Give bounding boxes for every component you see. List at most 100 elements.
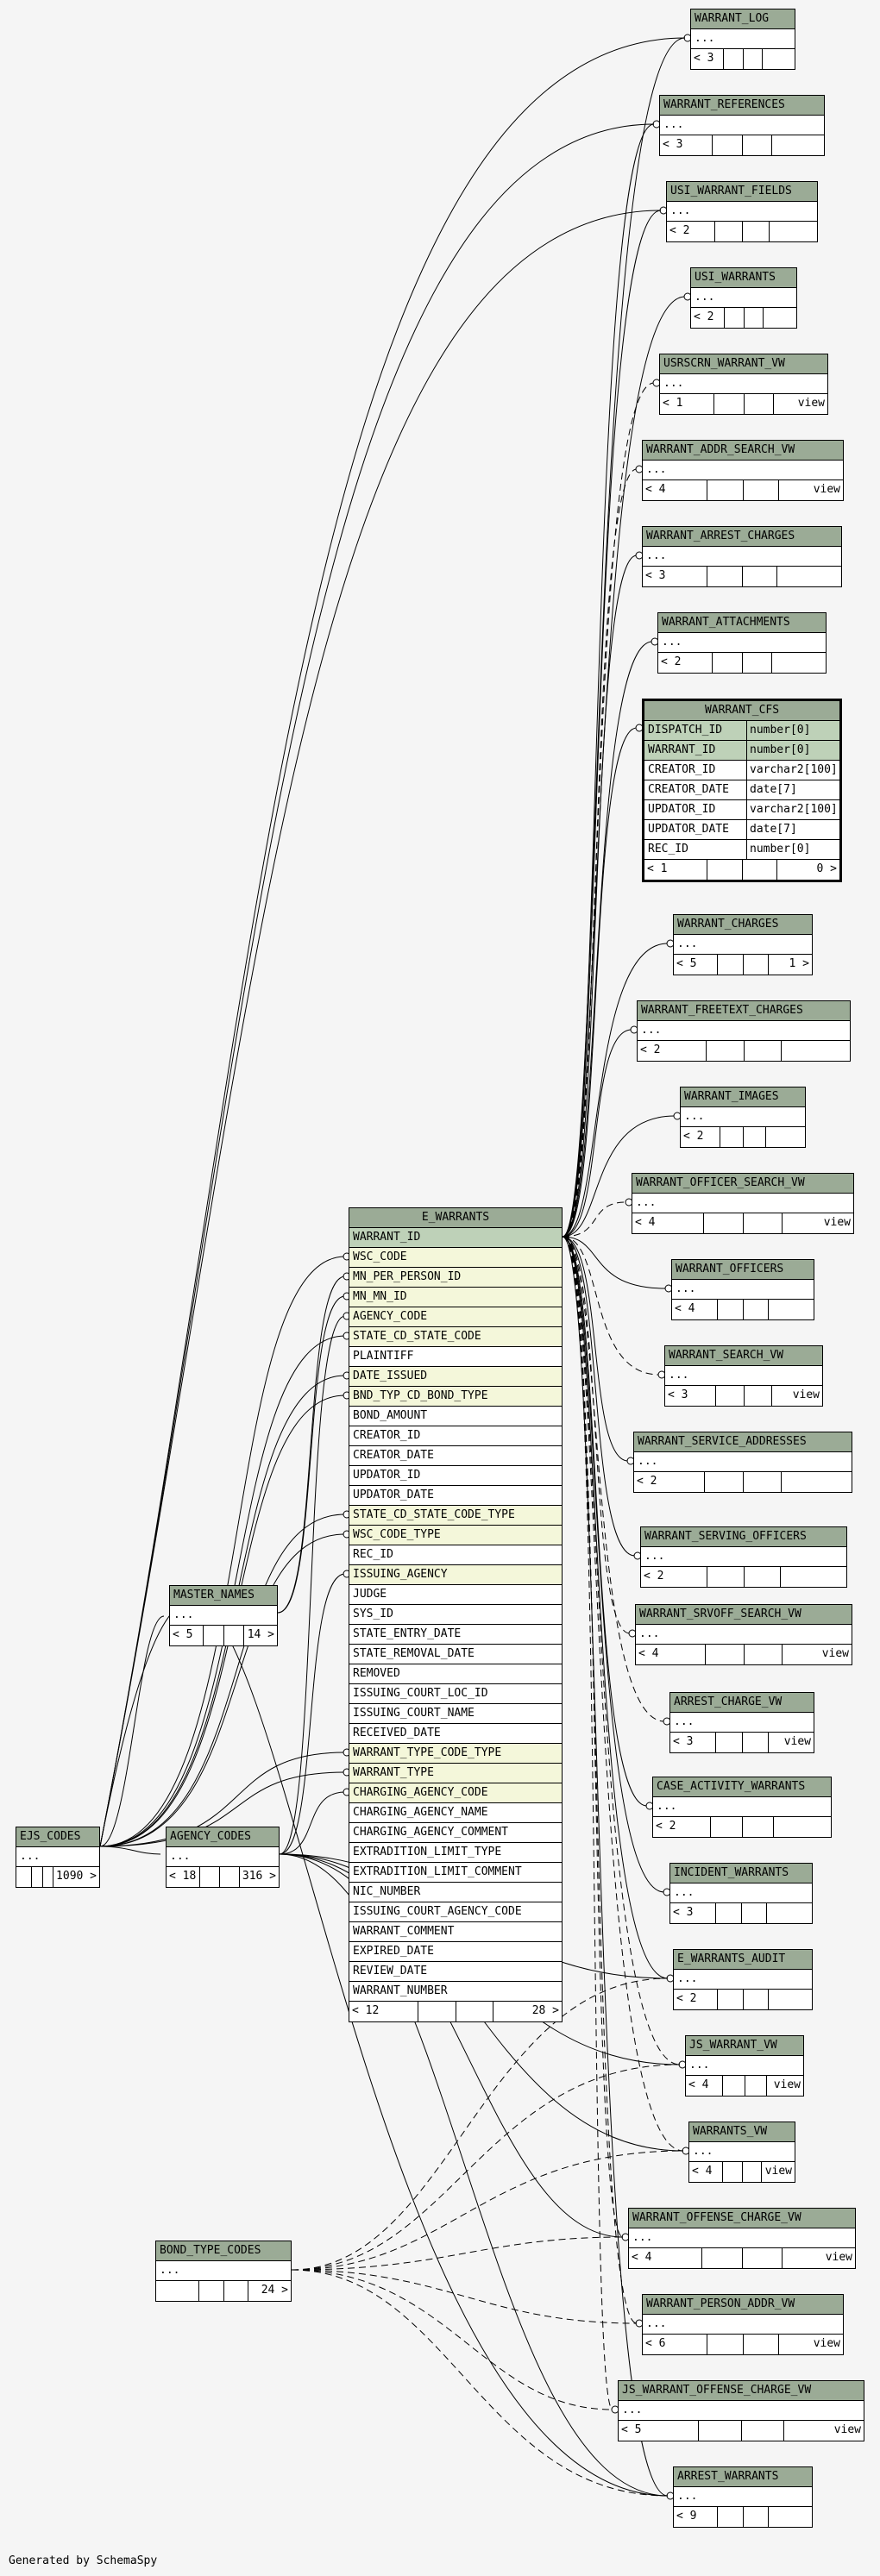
table-footer: < 2 (681, 1127, 805, 1147)
footer-cell: 28 > (531, 2004, 559, 2017)
table-warrant-arrest-charges[interactable]: WARRANT_ARREST_CHARGES...< 3 (642, 526, 842, 587)
footer-cell: < 3 (660, 135, 713, 155)
fk-line (277, 1295, 346, 1614)
footer-cell (743, 1733, 769, 1752)
footer-cell (718, 955, 744, 975)
table-title: AGENCY_CODES (167, 1827, 279, 1847)
column-row: STATE_CD_STATE_CODE (349, 1327, 562, 1347)
column-row: REVIEW_DATE (349, 1962, 562, 1982)
column-type: number[0] (746, 840, 836, 859)
table-title: USI_WARRANTS (691, 268, 796, 288)
table-title: WARRANTS_VW (689, 2122, 795, 2142)
footer-cell (156, 2281, 199, 2301)
fk-line (562, 1201, 627, 1238)
footer-cell (699, 2421, 742, 2441)
table-usi-warrant-fields[interactable]: USI_WARRANT_FIELDS...< 2 (666, 181, 818, 242)
column-row: CREATOR_ID (349, 1426, 562, 1446)
fk-line (291, 2269, 669, 2497)
table-warrant-references[interactable]: WARRANT_REFERENCES...< 3 (659, 95, 825, 156)
column-name: CHARGING_AGENCY_NAME (353, 1806, 488, 1819)
table-warrant-officers[interactable]: WARRANT_OFFICERS...< 4 (671, 1259, 814, 1320)
column-name: CREATOR_ID (648, 763, 716, 776)
table-warrant-service-addresses[interactable]: WARRANT_SERVICE_ADDRESSES...< 2 (633, 1432, 852, 1493)
table-footer: 1090 > (16, 1867, 99, 1887)
table-e-warrants-audit[interactable]: E_WARRANTS_AUDIT...< 2 (673, 1949, 813, 2010)
footer-cell (744, 1472, 782, 1492)
more-columns: ... (629, 2228, 855, 2248)
footer-cell (707, 1041, 745, 1061)
table-title: WARRANT_OFFICER_SEARCH_VW (632, 1174, 853, 1194)
column-row: STATE_CD_STATE_CODE_TYPE (349, 1506, 562, 1526)
column-name: STATE_CD_STATE_CODE (353, 1330, 481, 1343)
fk-line (291, 2064, 681, 2271)
table-warrant-attachments[interactable]: WARRANT_ATTACHMENTS...< 2 (657, 612, 827, 674)
more-columns: ... (636, 1625, 852, 1645)
table-footer: < 2 (674, 1990, 812, 2009)
table-arrest-warrants[interactable]: ARREST_WARRANTS...< 9 (673, 2466, 813, 2528)
footer-cell (769, 1300, 814, 1319)
table-warrant-serving-officers[interactable]: WARRANT_SERVING_OFFICERS...< 2 (640, 1526, 847, 1588)
table-warrant-images[interactable]: WARRANT_IMAGES...< 2 (680, 1087, 806, 1148)
footer-cell: view (764, 2165, 792, 2178)
column-name: BOND_AMOUNT (353, 1409, 428, 1422)
table-title: WARRANT_SERVING_OFFICERS (641, 1527, 846, 1547)
fk-line (562, 943, 669, 1238)
table-bond-type-codes[interactable]: BOND_TYPE_CODES...24 > (155, 2241, 292, 2302)
table-case-activity-warrants[interactable]: CASE_ACTIVITY_WARRANTS...< 2 (652, 1777, 832, 1838)
footer-cell: view (797, 397, 825, 410)
column-row: NIC_NUMBER (349, 1883, 562, 1902)
fk-line (562, 1236, 638, 2324)
more-columns: ... (643, 547, 841, 567)
column-row: REMOVED (349, 1664, 562, 1684)
table-incident-warrants[interactable]: INCIDENT_WARRANTS...< 3 (669, 1863, 813, 1924)
fk-line (291, 2269, 638, 2324)
table-ejs-codes[interactable]: EJS_CODES...1090 > (16, 1827, 100, 1888)
column-row: UPDATOR_ID (349, 1466, 562, 1486)
table-warrant-freetext-charges[interactable]: WARRANT_FREETEXT_CHARGES...< 2 (637, 1000, 851, 1062)
footer-cell: 14 > (247, 1628, 274, 1641)
more-columns: ... (681, 1107, 805, 1127)
more-columns: ... (689, 2142, 795, 2162)
more-columns: ... (156, 2261, 291, 2281)
table-warrant-log[interactable]: WARRANT_LOG...< 3 (690, 9, 795, 70)
footer-cell (745, 1386, 773, 1406)
column-row: CHARGING_AGENCY_COMMENT (349, 1823, 562, 1843)
table-title: WARRANT_LOG (691, 9, 795, 29)
fk-line (99, 1846, 161, 1855)
fk-line (562, 1236, 629, 1462)
footer-cell (725, 308, 745, 328)
table-footer: < 4 (672, 1300, 814, 1319)
footer-cell (782, 1041, 850, 1061)
table-usi-warrants[interactable]: USI_WARRANTS...< 2 (690, 267, 797, 329)
column-row: JUDGE (349, 1585, 562, 1605)
column-name: PLAINTIFF (353, 1350, 414, 1363)
table-title: WARRANT_REFERENCES (660, 96, 824, 116)
table-footer: < 3 (691, 49, 795, 69)
fk-line (562, 1115, 676, 1238)
more-columns: ... (653, 1797, 831, 1817)
footer-cell (204, 1626, 224, 1645)
column-row: WARRANT_COMMENT (349, 1922, 562, 1942)
fk-line (562, 1236, 636, 1557)
footer-cell (767, 1903, 812, 1923)
fk-line (279, 1791, 346, 1855)
